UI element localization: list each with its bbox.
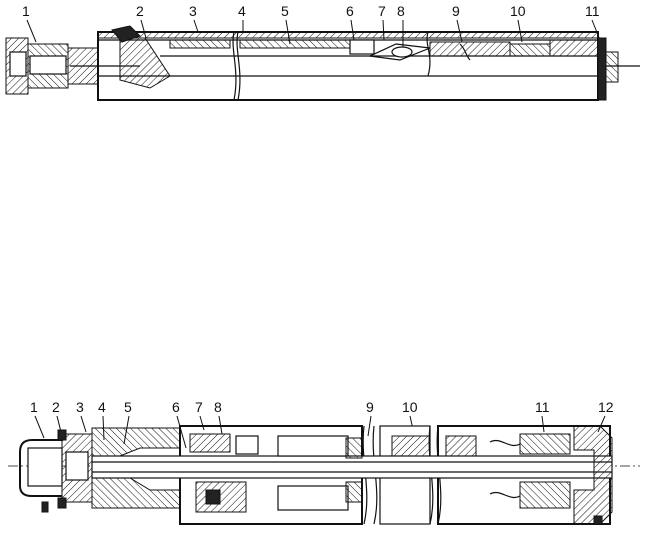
- bottom-shaft: [91, 455, 613, 479]
- top-label-7: 7: [378, 3, 386, 19]
- top-inner-components: [169, 39, 551, 61]
- bottom-label-8: 8: [214, 399, 222, 415]
- top-assembly-drawing: 1 2 3 4 5 6 7 8 9 10 11: [0, 0, 646, 110]
- top-assembly-svg: 1 2 3 4 5 6 7 8 9 10 11: [5, 3, 640, 101]
- top-label-9: 9: [452, 3, 460, 19]
- top-label-11: 11: [585, 3, 600, 19]
- top-label-3: 3: [189, 3, 197, 19]
- bottom-label-5: 5: [124, 399, 132, 415]
- bottom-label-4: 4: [98, 399, 106, 415]
- bottom-label-2: 2: [52, 399, 60, 415]
- bottom-label-9: 9: [366, 399, 374, 415]
- top-label-5: 5: [281, 3, 289, 19]
- top-left-fitting: [5, 37, 140, 95]
- bottom-label-10: 10: [402, 399, 418, 415]
- bottom-left-cap: [19, 429, 93, 513]
- top-right-end: [549, 37, 640, 101]
- bottom-label-11: 11: [535, 399, 550, 415]
- top-break-marks: [232, 31, 431, 101]
- bottom-assembly-svg: 1 2 3 4 5 6 7 8 9 10 11 12: [8, 399, 640, 525]
- bottom-coil: [345, 435, 477, 503]
- bottom-assembly-drawing: 1 2 3 4 5 6 7 8 9 10 11 12: [0, 390, 646, 536]
- top-label-8: 8: [397, 3, 405, 19]
- top-label-6: 6: [346, 3, 354, 19]
- top-label-10: 10: [510, 3, 526, 19]
- top-label-4: 4: [238, 3, 246, 19]
- bottom-label-7: 7: [195, 399, 203, 415]
- bottom-label-6: 6: [172, 399, 180, 415]
- top-inlet-connector: [111, 25, 171, 89]
- bottom-right-end: [489, 425, 613, 525]
- bottom-label-12: 12: [598, 399, 614, 415]
- bottom-label-3: 3: [76, 399, 84, 415]
- top-label-1: 1: [22, 3, 30, 19]
- bottom-label-1: 1: [30, 399, 38, 415]
- top-label-2: 2: [136, 3, 144, 19]
